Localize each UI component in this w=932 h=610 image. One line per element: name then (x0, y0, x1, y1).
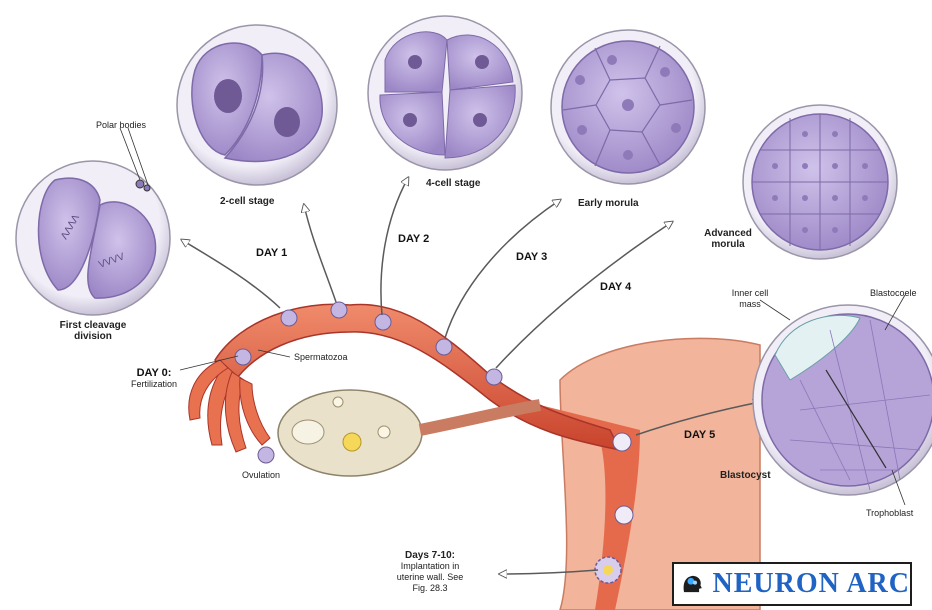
advanced-morula-label-line1: Advanced (692, 228, 764, 239)
day0-subtitle: Fertilization (122, 379, 186, 390)
ovary-follicle (292, 420, 324, 444)
day0-title: DAY 0: (122, 368, 186, 379)
first-cleavage-label: First cleavage division (40, 320, 146, 342)
first-cleavage-cell: ΛΛΛΛ VVVV (16, 161, 170, 315)
four-cell-label: 4-cell stage (426, 178, 480, 189)
inner-cell-mass-label: Inner cell mass (722, 288, 778, 310)
inner-cell-mass-line1: Inner cell (722, 288, 778, 299)
ovulation-label: Ovulation (242, 470, 280, 481)
implantation-line1: Implantation in (390, 561, 470, 572)
advanced-morula-label-line2: morula (692, 239, 764, 250)
inner-cell-mass-line2: mass (722, 299, 778, 310)
two-cell-stage (177, 25, 337, 185)
polar-bodies-label: Polar bodies (96, 120, 146, 131)
implantation-line3: Fig. 28.3 (390, 583, 470, 594)
day1-label: DAY 1 (256, 248, 287, 259)
logo-text: NEURON ARC (713, 568, 910, 600)
implantation-site (595, 557, 621, 583)
early-morula (551, 30, 705, 184)
blastocyst (753, 305, 932, 495)
implantation-line2: uterine wall. See (390, 572, 470, 583)
implantation-title: Days 7-10: (390, 550, 470, 561)
implantation-label: Days 7-10: Implantation in uterine wall.… (390, 550, 470, 594)
day3-label: DAY 3 (516, 252, 547, 263)
day0-label: DAY 0: Fertilization (122, 368, 186, 390)
brain-head-icon (680, 566, 705, 602)
trophoblast-label: Trophoblast (866, 508, 913, 519)
day2-label: DAY 2 (398, 234, 429, 245)
early-morula-label: Early morula (578, 198, 639, 209)
blastocyst-label: Blastocyst (720, 470, 771, 481)
day4-label: DAY 4 (600, 282, 631, 293)
four-cell-stage (368, 16, 522, 170)
day5-label: DAY 5 (684, 430, 715, 441)
fimbriae (189, 360, 270, 452)
advanced-morula (743, 105, 897, 259)
two-cell-label: 2-cell stage (220, 196, 274, 207)
spermatozoa-label: Spermatozoa (294, 352, 348, 363)
first-cleavage-label-line1: First cleavage (40, 320, 146, 331)
advanced-morula-label: Advanced morula (692, 228, 764, 250)
neuron-arc-logo: NEURON ARC (672, 562, 912, 606)
blastocoele-label: Blastocoele (870, 288, 917, 299)
first-cleavage-label-line2: division (40, 331, 146, 342)
